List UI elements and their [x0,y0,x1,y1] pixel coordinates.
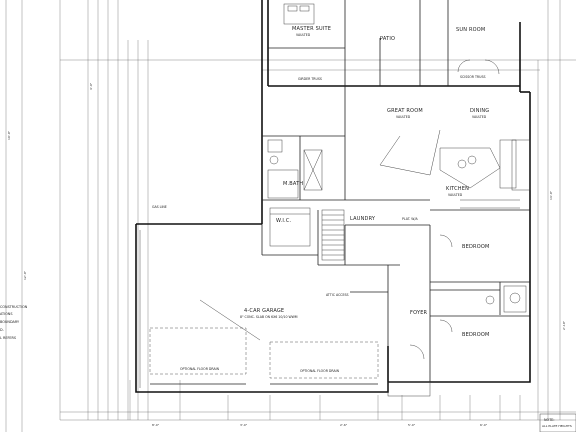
label-great-room-sub: VAULTED [396,115,411,119]
stair-treads [321,209,345,261]
interior-walls [261,0,530,382]
label-mbath: M.BATH [283,181,303,187]
label-master-vaulted: VAULTED [296,33,311,37]
dim-10: 2'-10" [562,320,566,330]
note-line: ALL PLATE HEIGHTS [542,424,572,428]
label-great-room: GREAT ROOM [387,108,423,114]
dim-4: 8'-0" [152,423,160,427]
label-wic: W.I.C. [276,218,292,224]
legend-line-1: CONSTRUCTION [0,305,28,309]
exterior-walls [135,0,531,393]
legend-notes: CONSTRUCTION ATIONS BOUNDARY D. L REFERS [0,305,28,340]
label-gas-line: GAS LINE [152,205,167,209]
label-garage-sub: 8" CONC. SLAB ON 6X6 10/10 WWM [240,315,298,319]
label-garage-floor-1: OPTIONAL FLOOR DRAIN [180,367,220,371]
label-bedroom-2: BEDROOM [462,332,490,338]
label-dining-sub: VAULTED [472,115,487,119]
dim-9: 14'-0" [549,190,553,200]
label-bedroom-1: BEDROOM [462,244,490,250]
dim-7: 5'-0" [408,423,416,427]
dim-1: 10'-0" [7,130,11,140]
dim-6: 2'-6" [340,423,348,427]
label-foyer: FOYER [410,310,428,316]
label-girder-truss: GIRDER TRUSS [298,77,322,81]
label-scissor-truss: SCISSOR TRUSS [460,75,486,79]
label-sun-room: SUN ROOM [456,27,485,33]
dimension-labels: 10'-0" 4'-0" 12'-0" 8'-0" 3'-0" 2'-6" 5'… [7,82,566,427]
label-master-suite: MASTER SUITE [292,26,331,32]
label-garage-floor-2: OPTIONAL FLOOR DRAIN [300,369,340,373]
dim-8: 6'-0" [480,423,488,427]
legend-line-5: L REFERS [0,336,16,340]
dim-3: 12'-0" [23,270,27,280]
label-attic: ATTIC ACCESS [326,293,349,297]
label-patio: PATIO [380,36,395,42]
dim-2: 4'-0" [89,82,93,90]
label-garage: 4-CAR GARAGE [244,308,284,314]
dim-5: 3'-0" [240,423,248,427]
legend-line-3: BOUNDARY [0,320,20,324]
room-labels: MASTER SUITE VAULTED PATIO SUN ROOM GREA… [152,26,490,373]
label-dining: DINING [470,108,489,114]
label-kitchen: KITCHEN [446,186,469,192]
fixtures [139,3,531,397]
label-kitchen-sub: VAULTED [448,193,463,197]
legend-line-2: ATIONS [0,312,12,316]
label-plat-wa: PLAT. W/A [402,217,419,221]
note-box: NOTE: ALL PLATE HEIGHTS [539,413,576,432]
dimension-grid [5,0,576,432]
label-laundry: LAUNDRY [350,216,376,222]
note-title: NOTE: [544,418,555,422]
legend-line-4: D. [0,328,4,332]
